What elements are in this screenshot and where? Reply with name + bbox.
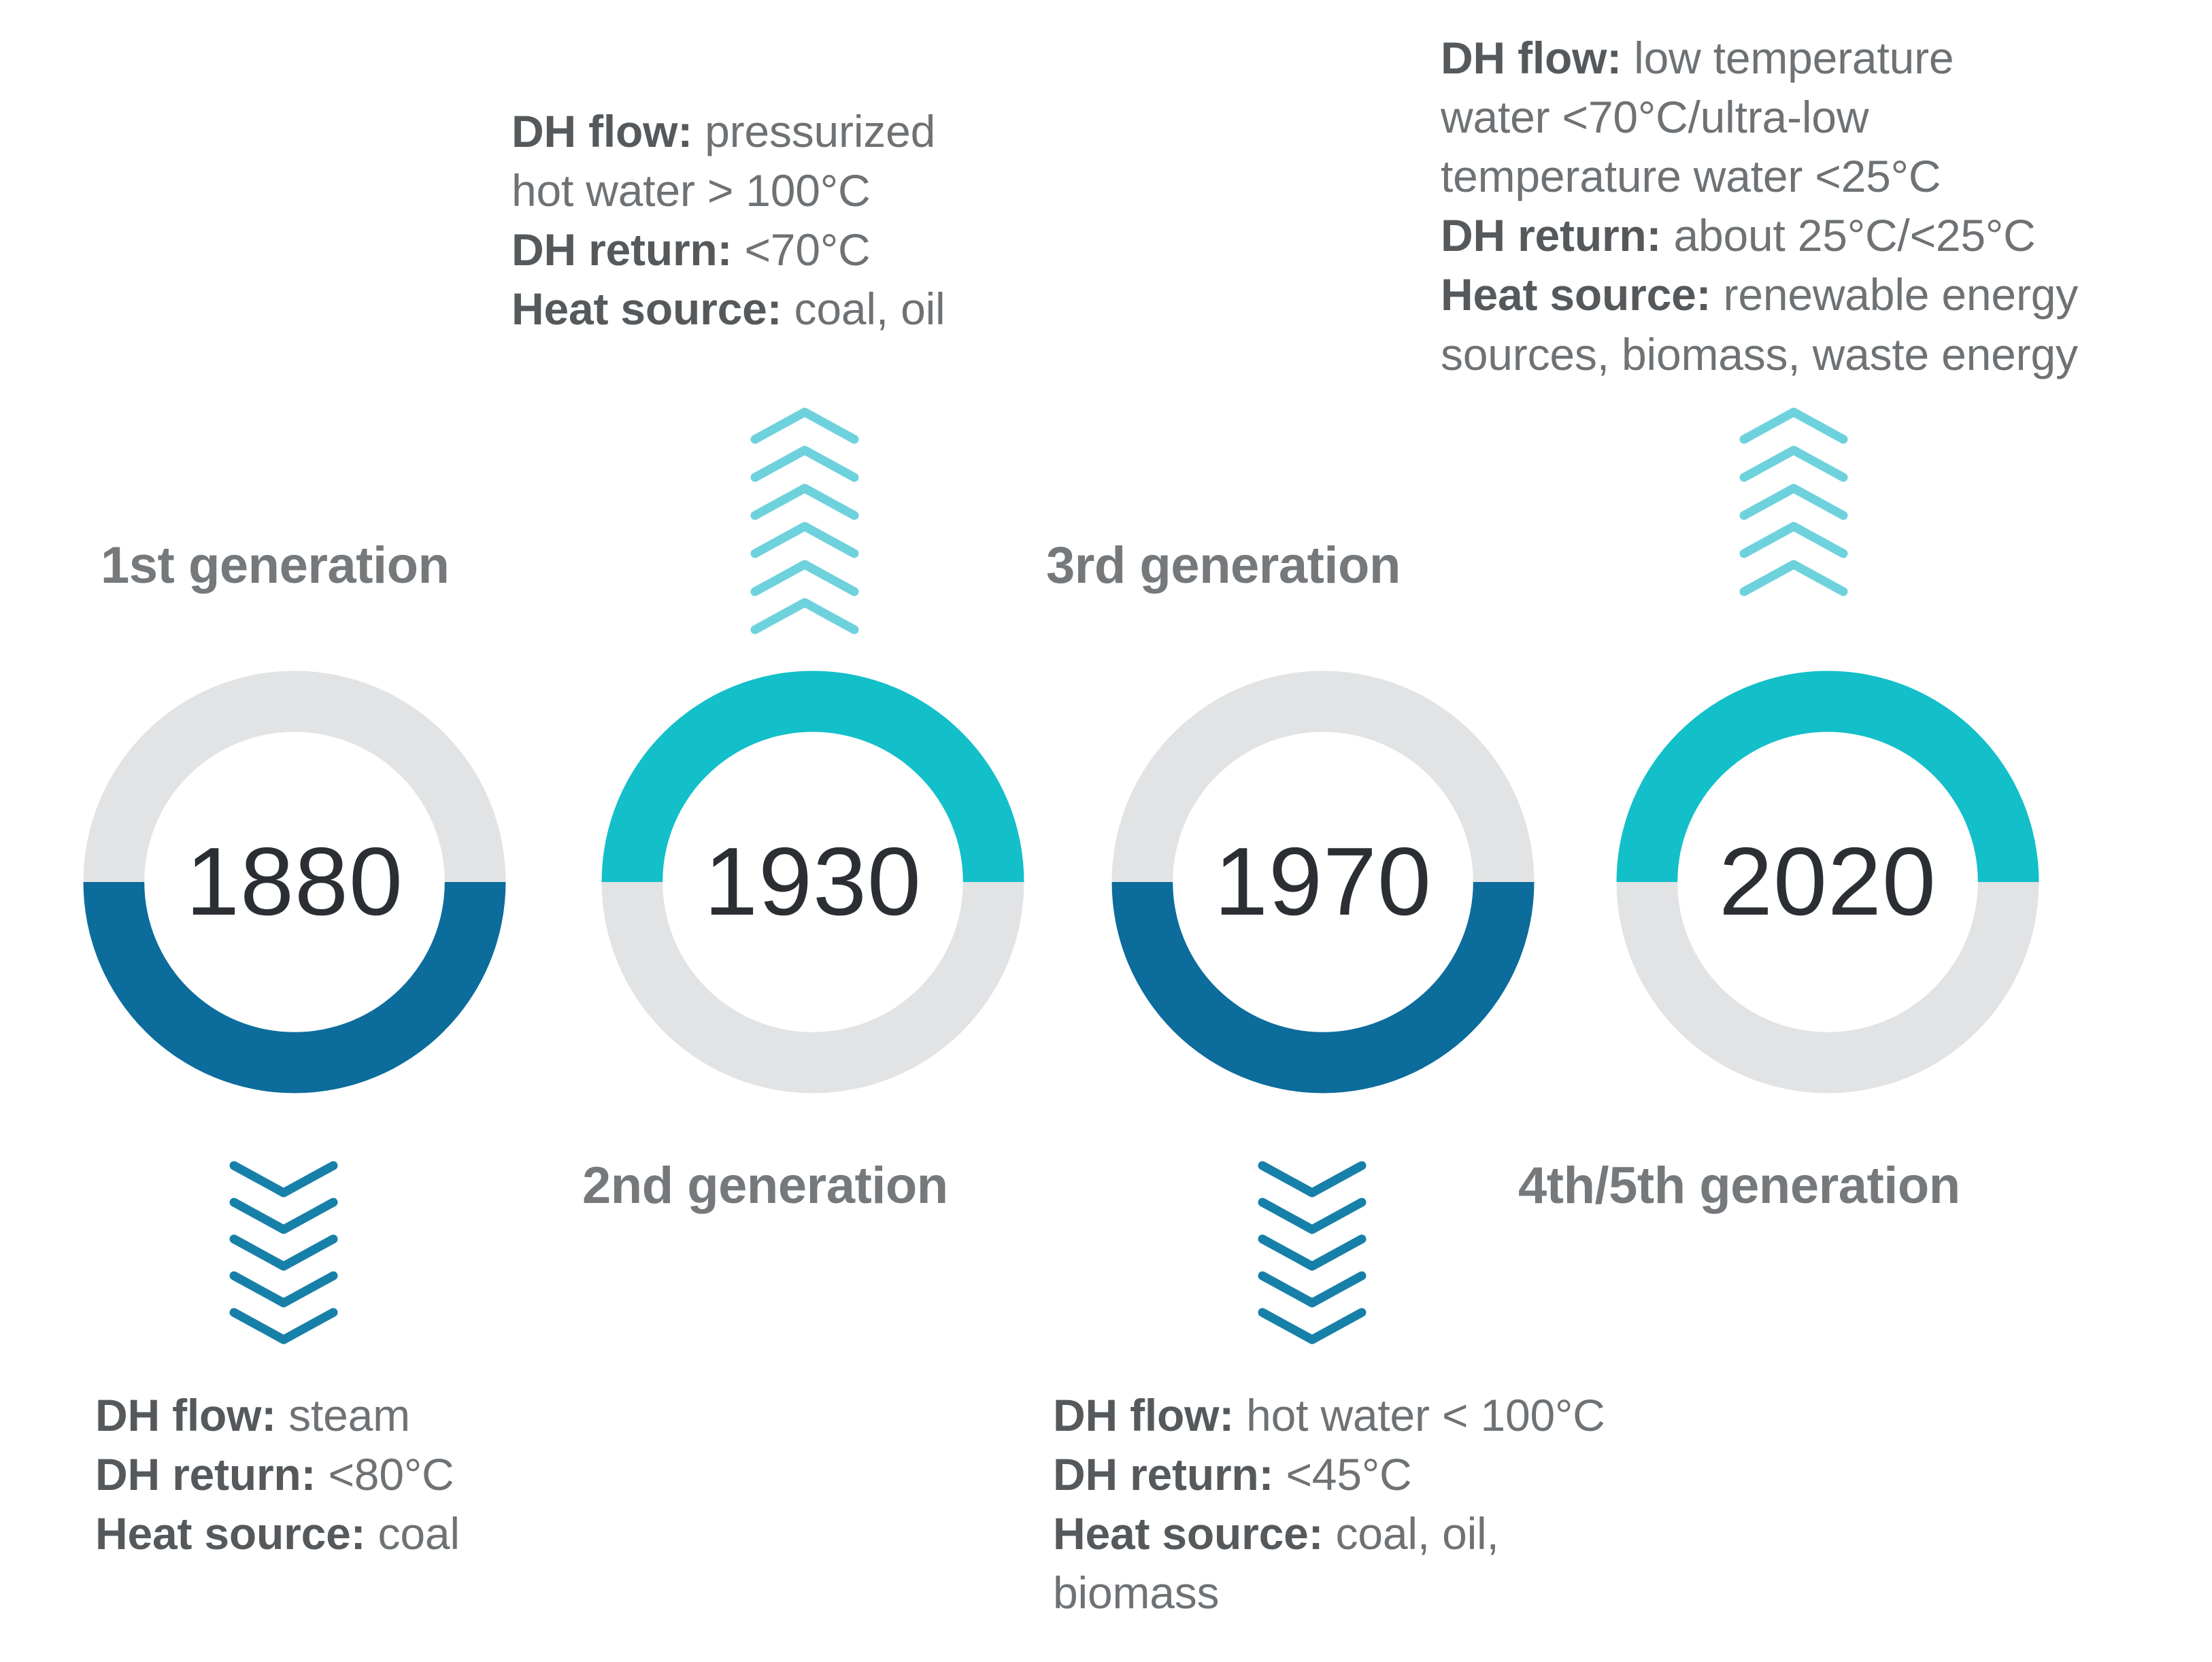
spec-key: DH flow: — [95, 1390, 277, 1440]
generation-ring-1970: 1970 — [1088, 647, 1558, 1117]
chevron-up-icon — [750, 407, 859, 444]
chevron-up-icon — [1739, 522, 1848, 558]
chevron-up-icon — [750, 445, 859, 482]
donut-chart-1930 — [601, 671, 1024, 1093]
spec-line-continuation: water <70°C/ultra-low — [1441, 92, 1869, 143]
spec-key: DH return: — [512, 224, 733, 275]
spec-line-dh-return: DH return: about 25°C/<25°C — [1441, 206, 2212, 265]
spec-line-continuation: hot water > 100°C — [512, 165, 871, 216]
spec-key: DH return: — [1053, 1449, 1274, 1500]
donut-chart-2020 — [1616, 671, 2039, 1093]
year-value-1970: 1970 — [1214, 828, 1432, 936]
spec-key: Heat source: — [512, 284, 782, 335]
spec-value: about 25°C/<25°C — [1661, 210, 2036, 261]
chevron-up-arrow-1930 — [747, 403, 862, 634]
chevron-down-icon — [1258, 1271, 1367, 1308]
generation-label-3rd: 3rd generation — [1046, 537, 1401, 594]
spec-key: DH flow: — [1053, 1390, 1235, 1440]
chevron-up-icon — [750, 522, 859, 558]
spec-key: Heat source: — [1053, 1508, 1324, 1559]
generation-label-1st: 1st generation — [101, 537, 450, 594]
spec-line-heat-source: Heat source: coal, oil, — [1053, 1504, 1801, 1563]
spec-line-continuation: biomass — [1053, 1567, 1220, 1618]
spec-key: DH flow: — [512, 106, 693, 156]
chevron-down-icon — [1258, 1234, 1367, 1271]
chevron-up-icon — [1739, 407, 1848, 444]
chevron-up-icon — [750, 484, 859, 520]
spec-line-heat-source: Heat source: coal — [95, 1504, 680, 1563]
spec-line-dh-flow: DH flow: steam — [95, 1386, 680, 1445]
spec-line-dh-return: DH return: <80°C — [95, 1445, 680, 1504]
generation-ring-1880: 1880 — [60, 647, 529, 1117]
spec-block-1880: DH flow: steam DH return: <80°C Heat sou… — [95, 1386, 680, 1563]
chevron-down-icon — [229, 1234, 338, 1271]
spec-key: Heat source: — [1441, 269, 1711, 320]
spec-line-dh-flow: DH flow: pressurized — [512, 102, 1096, 161]
donut-chart-1970 — [1111, 671, 1535, 1093]
chevron-down-icon — [1258, 1161, 1367, 1198]
chevron-down-icon — [229, 1161, 338, 1198]
spec-line-dh-return: DH return: <45°C — [1053, 1445, 1801, 1504]
chevron-up-icon — [1739, 484, 1848, 520]
spec-block-1930: DH flow: pressurized hot water > 100°C D… — [512, 102, 1096, 339]
spec-key: DH flow: — [1441, 33, 1622, 83]
spec-line-dh-return: DH return: <70°C — [512, 220, 1096, 279]
spec-block-1970: DH flow: hot water < 100°C DH return: <4… — [1053, 1386, 1801, 1623]
chevron-down-icon — [229, 1198, 338, 1234]
spec-line-dh-flow: DH flow: hot water < 100°C — [1053, 1386, 1801, 1445]
chevron-down-icon — [1258, 1198, 1367, 1234]
chevron-up-icon — [750, 598, 859, 634]
spec-line-heat-source: Heat source: renewable energy — [1441, 265, 2212, 324]
chevron-down-icon — [1258, 1308, 1367, 1344]
spec-line-heat-source: Heat source: coal, oil — [512, 279, 1096, 339]
donut-chart-1880 — [83, 671, 506, 1093]
spec-value: pressurized — [692, 106, 936, 156]
generation-ring-1930: 1930 — [578, 647, 1048, 1117]
spec-value: hot water < 100°C — [1234, 1390, 1605, 1440]
spec-value: renewable energy — [1711, 269, 2079, 320]
spec-key: Heat source: — [95, 1508, 366, 1559]
spec-value: steam — [276, 1390, 410, 1440]
spec-block-2020: DH flow: low temperature water <70°C/ult… — [1441, 29, 2212, 384]
spec-value: low temperature — [1622, 33, 1954, 83]
year-value-1880: 1880 — [186, 828, 403, 936]
chevron-up-arrow-2020 — [1736, 403, 1851, 596]
chevron-down-icon — [229, 1271, 338, 1308]
spec-value: coal — [365, 1508, 460, 1559]
spec-value: <45°C — [1273, 1449, 1412, 1500]
spec-value: coal, oil — [782, 284, 945, 335]
generation-label-2nd: 2nd generation — [582, 1157, 948, 1215]
generation-ring-2020: 2020 — [1593, 647, 2062, 1117]
chevron-down-icon — [229, 1308, 338, 1344]
chevron-down-arrow-1880 — [226, 1156, 341, 1344]
year-value-2020: 2020 — [1719, 828, 1937, 936]
chevron-up-icon — [1739, 445, 1848, 482]
spec-value: <70°C — [732, 224, 871, 275]
spec-value: <80°C — [316, 1449, 454, 1500]
spec-line-continuation: temperature water <25°C — [1441, 151, 1941, 202]
spec-key: DH return: — [95, 1449, 316, 1500]
spec-line-dh-flow: DH flow: low temperature — [1441, 29, 2212, 88]
chevron-down-arrow-1970 — [1254, 1156, 1370, 1344]
chevron-up-icon — [750, 560, 859, 596]
spec-line-continuation: sources, biomass, waste energy — [1441, 328, 2078, 379]
chevron-up-icon — [1739, 560, 1848, 596]
year-value-1930: 1930 — [704, 828, 922, 936]
spec-key: DH return: — [1441, 210, 1662, 261]
generation-label-4th-5th: 4th/5th generation — [1518, 1157, 1960, 1215]
spec-value: coal, oil, — [1323, 1508, 1499, 1559]
